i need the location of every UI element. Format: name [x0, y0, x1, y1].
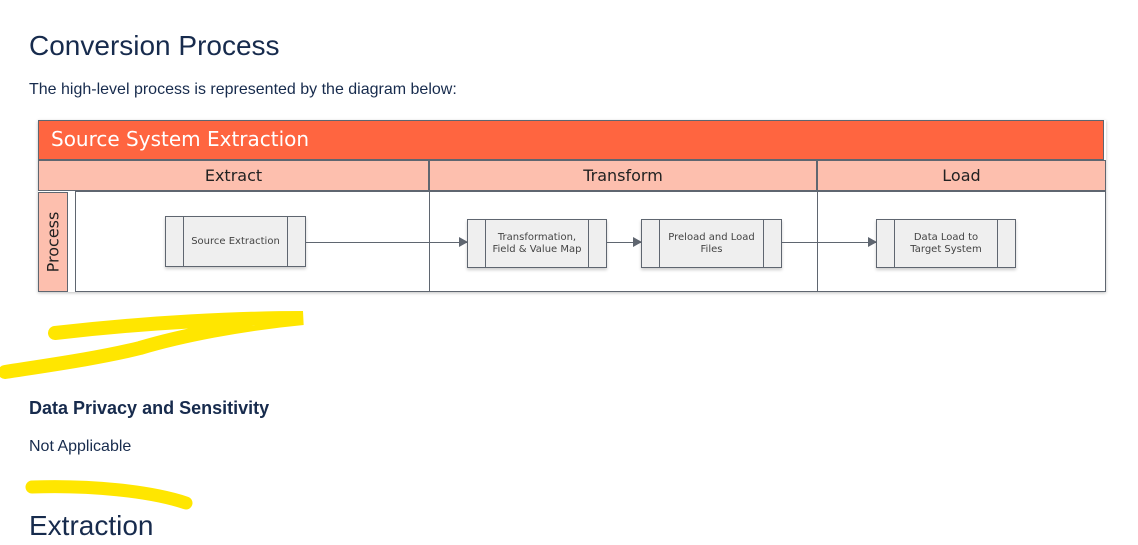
highlight-mark — [25, 480, 193, 510]
privacy-heading: Data Privacy and Sensitivity — [29, 398, 270, 418]
extraction-heading: Extraction — [29, 510, 154, 541]
page-heading: Conversion Process — [29, 30, 280, 61]
process-diagram: Source System Extraction Extract Transfo… — [38, 120, 1106, 292]
intro-text: The high-level process is represented by… — [29, 81, 457, 98]
diagram-title: Source System Extraction — [38, 120, 1104, 160]
column-extract: Extract — [38, 160, 429, 191]
privacy-text: Not Applicable — [29, 438, 132, 455]
step-source-extraction: Source Extraction — [165, 216, 306, 267]
arrow-icon — [306, 237, 468, 247]
step-transformation: Transformation, Field & Value Map — [467, 219, 607, 268]
lane-label: Process — [38, 192, 68, 292]
arrow-icon — [607, 237, 642, 247]
step-preload: Preload and Load Files — [641, 219, 782, 268]
highlight-mark — [0, 311, 304, 379]
column-load: Load — [817, 160, 1106, 191]
column-divider — [429, 160, 430, 292]
step-data-load: Data Load to Target System — [876, 219, 1016, 268]
lane-text: Process — [43, 211, 63, 273]
arrow-icon — [782, 237, 877, 247]
column-transform: Transform — [429, 160, 817, 191]
column-divider — [817, 160, 818, 292]
